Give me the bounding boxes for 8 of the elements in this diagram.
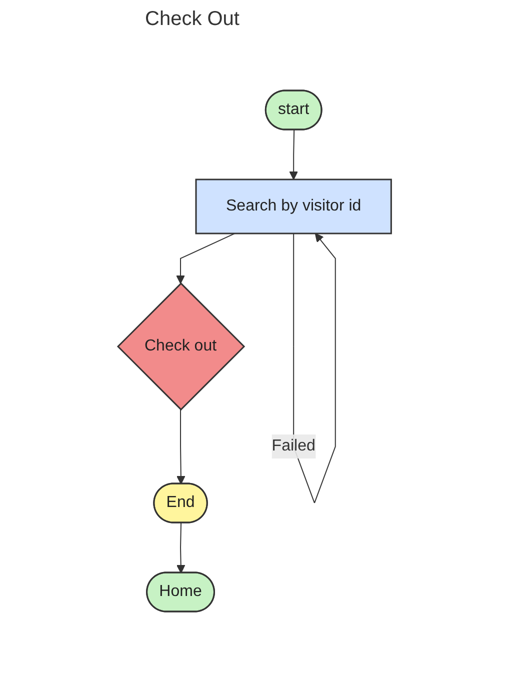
diagram-title: Check Out <box>144 7 240 31</box>
arrow <box>289 129 298 180</box>
node-box: Search by visitor id <box>195 178 392 234</box>
edge-label: Failed <box>272 438 316 455</box>
arrow <box>176 232 236 284</box>
node-diamond: Check out <box>116 282 246 411</box>
arrow <box>176 409 186 484</box>
arrow <box>176 522 186 574</box>
